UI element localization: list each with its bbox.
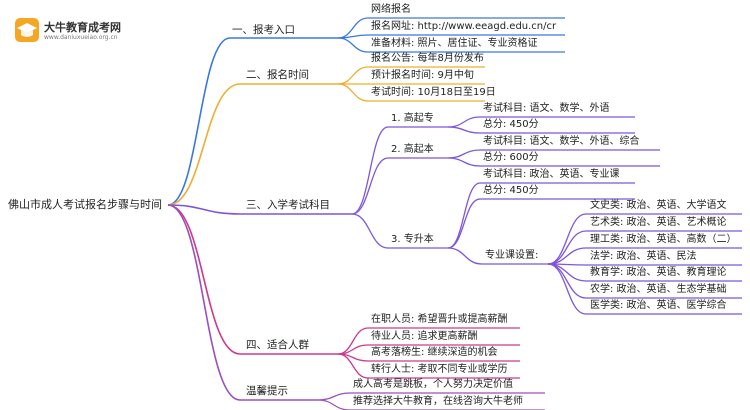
link-time-1	[337, 66, 369, 85]
root-topic: 佛山市成人考试报名步骤与时间	[8, 198, 162, 211]
major-item: 农学: 政治、英语、生态学基础	[590, 284, 727, 295]
logo-url: www.daniuxueiao.org.cn	[44, 34, 118, 41]
link-entry-3	[337, 37, 369, 53]
level-zhuanshengben: 3. 专升本	[391, 234, 434, 245]
tip-item: 成人高考是跳板，个人努力决定价值	[353, 379, 513, 390]
major-item: 艺术类: 政治、英语、艺术概论	[590, 217, 727, 228]
entry-item: 网络报名	[371, 4, 411, 15]
link-major-5	[547, 263, 587, 282]
link-zsb	[351, 213, 389, 249]
time-item: 考试时间: 10月18日至19日	[371, 87, 496, 98]
logo: 大牛教育成考网 www.daniuxueiao.org.cn	[14, 14, 132, 48]
link-gqb	[351, 157, 389, 215]
major-item: 法学: 政治、英语、民法	[590, 251, 697, 262]
link-tip-2	[317, 399, 351, 410]
link-gqz-1	[447, 116, 481, 128]
link-zsb-1	[447, 182, 481, 249]
link-audience-4	[337, 353, 369, 379]
link-major-7	[547, 263, 587, 315]
link-gqb-1	[447, 149, 481, 159]
branch-entry: 一、报考入口	[232, 24, 295, 36]
level-gaoqizhuan: 1. 高起专	[391, 113, 434, 124]
time-item: 报名公告: 每年8月份发布	[371, 53, 484, 64]
audience-item: 高考落榜生: 继续深造的机会	[371, 347, 498, 358]
major-item: 教育学: 政治、英语、教育理论	[590, 267, 727, 278]
audience-item: 在职人员: 希望晋升或提高薪酬	[371, 314, 508, 325]
branch-subjects: 三、入学考试科目	[246, 199, 330, 211]
time-item: 预计报名时间: 9月中旬	[371, 70, 474, 81]
branch-audience: 四、适合人群	[246, 339, 309, 351]
branch-tips: 温馨提示	[246, 385, 288, 397]
major-settings: 专业课设置:	[485, 250, 539, 261]
subject-item: 考试科目: 政治、英语、专业课	[483, 169, 620, 180]
link-root-entry	[167, 37, 231, 206]
major-item: 医学类: 政治、英语、医学综合	[590, 300, 727, 311]
major-item: 理工类: 政治、英语、高数（二）	[590, 234, 737, 245]
link-gqz-2	[447, 126, 481, 134]
link-root-audience	[167, 204, 241, 355]
major-item: 文史类: 政治、英语、大学语文	[590, 200, 727, 211]
audience-item: 转行人士: 考取不同专业或学历	[371, 364, 508, 375]
tip-item: 推荐选择大牛教育，在线咨询大牛老师	[353, 396, 523, 407]
link-entry-2	[337, 34, 369, 39]
entry-item: 报名网址: http://www.eeagd.edu.cn/cr	[371, 21, 557, 32]
subject-item: 考试科目: 语文、数学、外语、综合	[483, 136, 640, 147]
subject-item: 总分: 450分	[483, 185, 539, 196]
logo-brand: 大牛教育成考网	[44, 21, 121, 34]
link-root-tips	[167, 204, 241, 401]
audience-item: 待业人员: 追求更高薪酬	[371, 331, 478, 342]
entry-item: 准备材料: 照片、居住证、专业资格证	[371, 38, 538, 49]
level-gaoqiben: 2. 高起本	[391, 144, 434, 155]
link-major-2	[547, 230, 587, 265]
link-gqb-2	[447, 157, 481, 167]
link-root-time	[167, 83, 241, 206]
link-root-subjects	[167, 204, 241, 215]
branch-time: 二、报名时间	[246, 69, 309, 81]
link-time-3	[337, 83, 369, 102]
link-zsb-3	[447, 247, 483, 265]
subject-item: 总分: 600分	[483, 152, 539, 163]
subject-item: 考试科目: 语文、数学、外语	[483, 103, 610, 114]
link-zsb-2	[447, 198, 481, 249]
link-tip-1	[317, 392, 351, 401]
subject-item: 总分: 450分	[483, 119, 539, 130]
link-gqz	[351, 126, 389, 215]
graduation-cap-icon	[15, 18, 39, 42]
